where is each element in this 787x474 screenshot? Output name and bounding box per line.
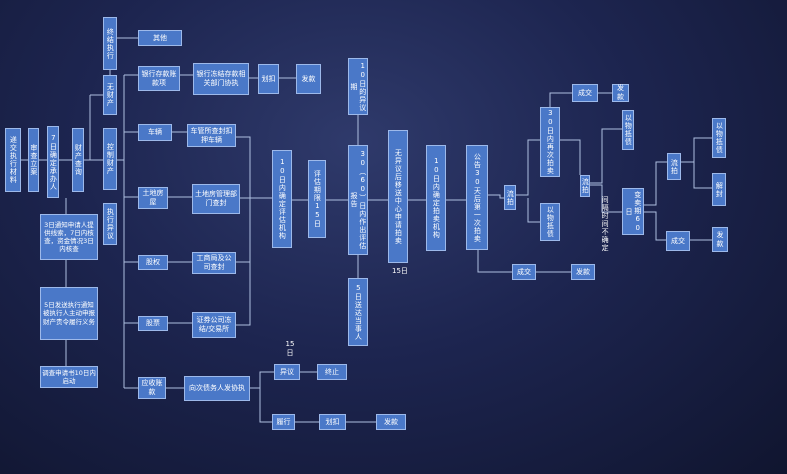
exec-objection-node: 执行异议 (103, 203, 117, 245)
equity-node: 股权 (138, 255, 168, 270)
in-kind-node-2: 以物抵债 (622, 110, 634, 150)
investigate-node: 财产查询 (72, 128, 84, 192)
end-exec-node: 终结执行 (103, 17, 117, 70)
receivable-node: 应收账款 (138, 377, 166, 399)
objection-node: 异议 (274, 364, 300, 380)
note-notice: 5日发送执行通知被执行人主动申报财产责令履行义务 (40, 287, 98, 340)
unsold-node-1: 流拍 (504, 185, 516, 210)
bank-freeze-node: 银行冻结存款相关部门协执 (193, 63, 249, 95)
pay-node-3: 发款 (612, 84, 629, 102)
pay-node-2: 发款 (376, 414, 406, 430)
appraise-period-node: 评估期限15日 (308, 160, 326, 238)
land-seal-node: 土地房管理部门查封 (192, 184, 240, 214)
pay-node-4: 发款 (712, 227, 728, 252)
deal-node-3: 成交 (512, 264, 536, 280)
terminate-node: 终止 (317, 364, 347, 380)
bank-node: 银行存款账款项 (138, 66, 180, 91)
note-uncertain-interval: 间隔时间不确定 (601, 196, 610, 252)
transfer-node-1: 划扣 (258, 64, 279, 94)
first-auction-node: 公告30天后第一次拍卖 (466, 145, 488, 250)
vehicle-node: 车辆 (138, 124, 172, 141)
land-node: 土地房屋 (138, 187, 168, 209)
control-node: 控制财产 (103, 128, 117, 190)
in-kind-node-1: 以物抵债 (540, 203, 560, 241)
unsold-node-3: 流拍 (667, 153, 681, 180)
stock-freeze-node: 证券公司冻结/交易所 (192, 312, 236, 338)
appraise-agency-node: 10日内确定评估机构 (272, 150, 292, 248)
debtor-notice-node: 向次债务人发协执 (184, 376, 250, 401)
in-kind-node-3: 以物抵债 (712, 118, 726, 158)
notify-parties-node: 5日送达当事人 (348, 278, 368, 346)
deal-node-2: 成交 (666, 231, 690, 251)
note-apply: 调查申请书10日内启动 (40, 366, 98, 388)
note-3day: 3日通知申请人提供线索，7日内核查，资金情况3日内核查 (40, 214, 98, 260)
objection-period-node: 10日的异议期 (348, 58, 368, 115)
other-node: 其他 (138, 30, 182, 46)
submit-auction-node: 无异议后移送中心申请拍卖 (388, 130, 408, 263)
no-assets-node: 无财产 (103, 75, 117, 115)
pay-node-5: 发款 (571, 264, 595, 280)
equity-seal-node: 工商局及公司查封 (192, 252, 236, 274)
transfer-node-2: 划扣 (319, 414, 346, 430)
pay-node-1: 发款 (296, 64, 321, 94)
apply-node: 递交执行材料 (5, 128, 21, 192)
stock-node: 股票 (138, 316, 168, 331)
perform-node: 履行 (272, 414, 295, 430)
accept-node: 审查立案 (28, 128, 39, 192)
vehicle-seal-node: 车管所查封扣押车辆 (187, 124, 236, 147)
assign-node: 7日确定承办人 (47, 126, 59, 198)
report-node: 30（60）日内作出评估报告 (348, 145, 368, 255)
auction-agency-node: 10日内确定拍卖机构 (426, 145, 446, 251)
unsold-node-2: 流拍 (580, 175, 590, 197)
unseal-node: 解封 (712, 173, 726, 206)
sell-period-node: 变卖期60日 (622, 188, 644, 235)
note-15-days-a: 15日 (392, 267, 408, 275)
retry-auction-node: 30日内再次拍卖 (540, 107, 560, 177)
deal-node-1: 成交 (572, 84, 598, 102)
